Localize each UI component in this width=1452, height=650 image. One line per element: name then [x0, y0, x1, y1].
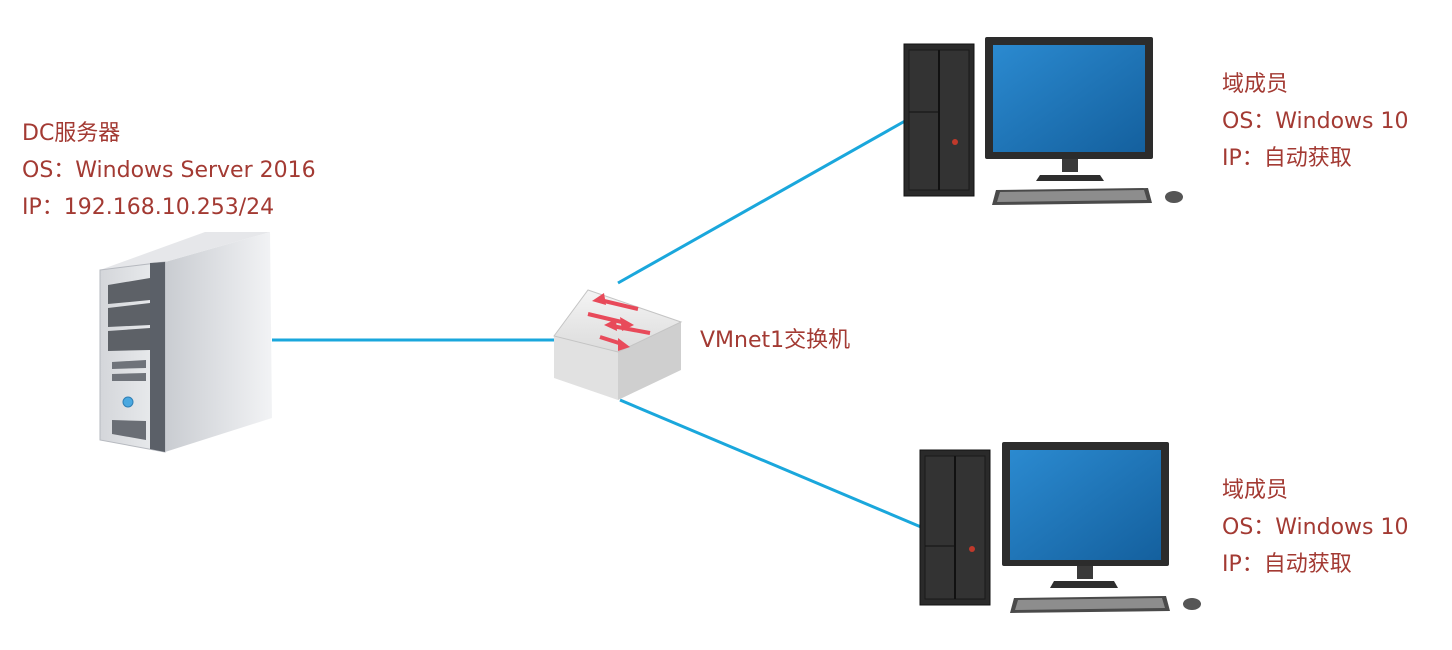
- switch-label: VMnet1交换机: [700, 322, 850, 359]
- switch-name: VMnet1交换机: [700, 328, 851, 353]
- server-label: DC服务器 OS：Windows Server 2016 IP：192.168.…: [22, 115, 316, 226]
- server-ip: IP：192.168.10.253/24: [22, 195, 275, 220]
- client-1-label: 域成员 OS：Windows 10 IP：自动获取: [1222, 66, 1408, 177]
- link-switch-to-client-1: [617, 119, 906, 285]
- client-2-label: 域成员 OS：Windows 10 IP：自动获取: [1222, 472, 1408, 583]
- server-os: OS：Windows Server 2016: [22, 158, 316, 183]
- client-2-os: OS：Windows 10: [1222, 515, 1409, 540]
- network-links: [272, 119, 922, 529]
- server-name: DC服务器: [22, 121, 121, 146]
- desktop-computer-icon: [903, 37, 1183, 205]
- client-1-ip: IP：自动获取: [1222, 146, 1352, 171]
- client-2-ip: IP：自动获取: [1222, 552, 1352, 577]
- link-switch-to-client-2: [619, 398, 922, 529]
- client-1-os: OS：Windows 10: [1222, 109, 1409, 134]
- server-tower-icon: [99, 232, 272, 453]
- network-switch-icon: [553, 289, 683, 400]
- desktop-computer-icon: [919, 442, 1201, 613]
- client-1-role: 域成员: [1222, 72, 1289, 97]
- client-2-role: 域成员: [1222, 478, 1289, 503]
